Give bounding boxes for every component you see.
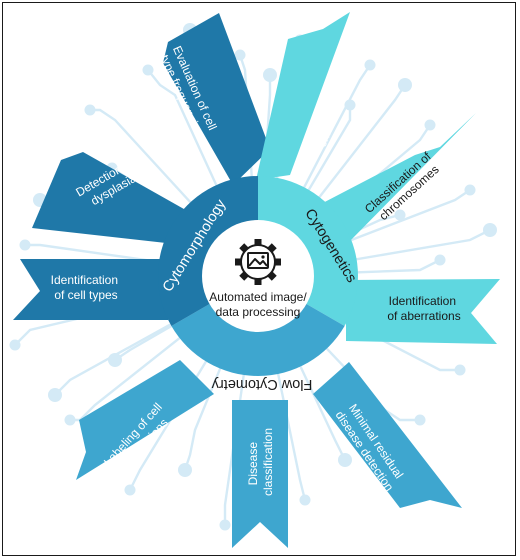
circuit-node <box>398 78 412 92</box>
circuit-node <box>48 388 62 402</box>
ribbon-disease <box>232 400 288 548</box>
center-label-line1: Automated image/ <box>209 290 307 304</box>
circuit-node <box>364 59 376 71</box>
circuit-node <box>108 353 122 367</box>
ribbon-dysplasia <box>32 152 191 244</box>
circuit-node <box>454 364 466 376</box>
circuit-node <box>84 104 96 116</box>
ribbon-label-identification-cells-line1: Identification <box>51 273 118 287</box>
circuit-node <box>178 463 192 477</box>
circuit-node <box>344 99 356 111</box>
circuit-node <box>299 494 311 506</box>
circuit-node <box>394 209 406 221</box>
circuit-node <box>338 453 352 467</box>
circuit-node <box>9 339 21 351</box>
ribbon-aberrations <box>346 279 500 344</box>
circuit-node <box>219 519 231 531</box>
circuit-node <box>142 64 154 76</box>
circuit-node <box>464 184 476 196</box>
circuit-node <box>19 239 31 251</box>
ribbon-label-disease-line2: classification <box>261 428 275 496</box>
ribbon-label-aberrations-line2: of aberrations <box>387 309 460 323</box>
ribbons <box>13 12 500 548</box>
circuit-node <box>483 223 497 237</box>
ribbon-classification-chrom <box>317 113 476 242</box>
circuit-node <box>234 49 246 61</box>
ribbon-label-disease: Disease classification <box>246 428 275 496</box>
circuit-node <box>424 119 436 131</box>
ribbon-labeling <box>76 360 214 480</box>
image-processing-gear-icon <box>235 239 281 285</box>
circuit-node <box>263 68 277 82</box>
center-label-line2: data processing <box>216 305 301 319</box>
ribbon-identification-cells <box>13 259 168 320</box>
ribbon-label-disease-line1: Disease <box>246 442 260 486</box>
ribbon-label-aberrations-line1: Identification <box>389 294 456 308</box>
ribbon-evaluation <box>163 13 270 185</box>
center-circle <box>202 220 314 332</box>
circuit-node <box>124 484 136 496</box>
circuit-node <box>434 254 446 266</box>
ribbon-label-identification-cells: Identification of cell types <box>51 273 122 302</box>
ribbon-separation <box>256 12 350 180</box>
ribbon-mrd <box>313 362 462 508</box>
gear-tooth <box>254 278 262 285</box>
circuit-node <box>414 414 426 426</box>
ribbon-label-identification-cells-line2: of cell types <box>54 288 117 302</box>
ribbon-label-aberrations: Identification of aberrations <box>387 294 460 323</box>
sector-title-flow: Flow Cytometry <box>211 376 312 392</box>
gear-tooth <box>254 239 262 246</box>
circuit-node <box>64 414 76 426</box>
